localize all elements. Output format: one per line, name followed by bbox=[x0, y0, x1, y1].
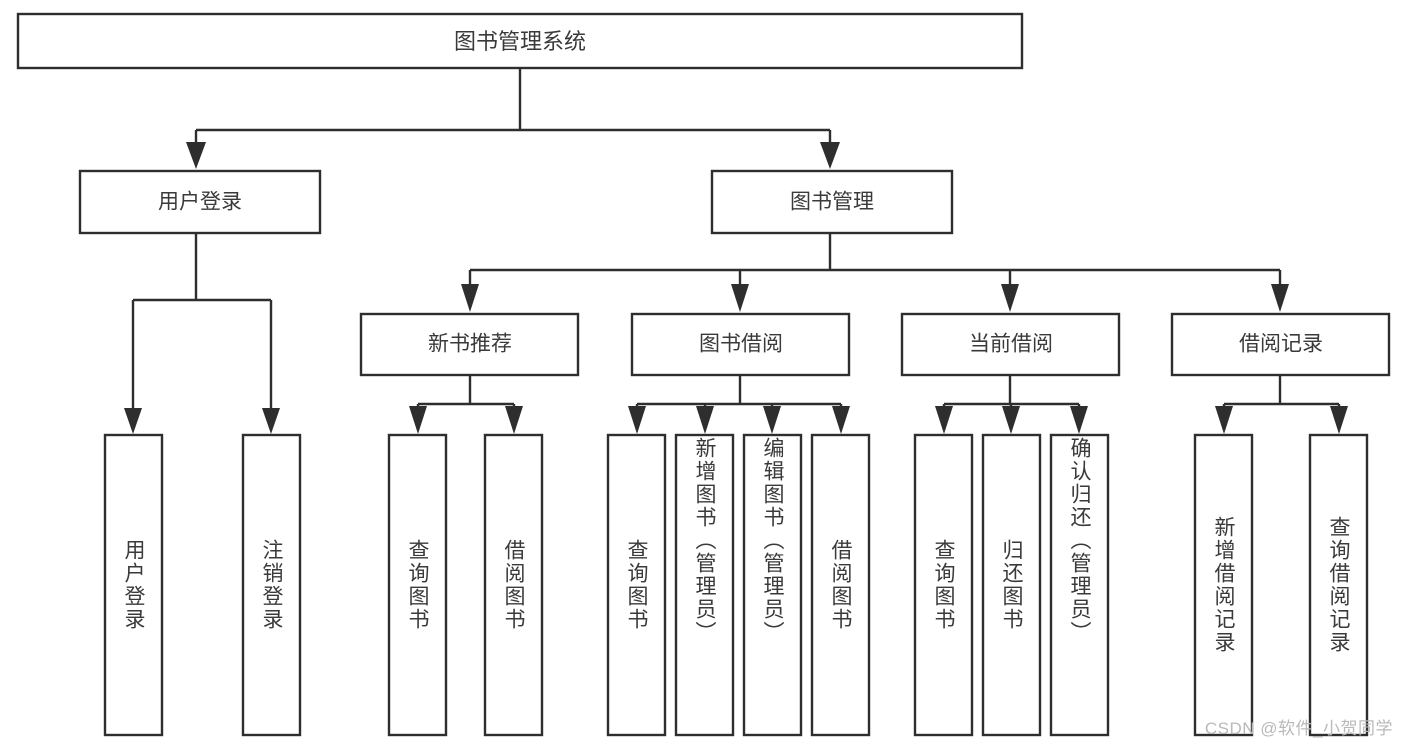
leaf-add-record-box[interactable] bbox=[1193, 433, 1254, 737]
node-book-borrow-box[interactable] bbox=[630, 312, 851, 377]
leaf-add-book-box[interactable] bbox=[674, 433, 735, 737]
connector-group-currentborrow-to-leaves bbox=[935, 376, 1088, 434]
arrow-head-icon bbox=[832, 406, 850, 434]
node-root-label: 图书管理系统 bbox=[454, 29, 586, 54]
leaf-query-record-box[interactable] bbox=[1308, 433, 1369, 737]
arrow-head-icon bbox=[1215, 406, 1233, 434]
connector-group-bookmgmt-to-level2 bbox=[461, 234, 1289, 312]
arrow-head-icon bbox=[935, 406, 953, 434]
connector-group-root-to-level1 bbox=[186, 68, 840, 169]
node-book-management-box[interactable] bbox=[710, 169, 954, 235]
node-borrow-record-box[interactable] bbox=[1170, 312, 1391, 377]
leaf-logout-box[interactable] bbox=[241, 433, 302, 737]
arrow-head-icon bbox=[1330, 406, 1348, 434]
connector-group-newbook-to-leaves bbox=[409, 376, 523, 434]
arrow-head-icon bbox=[1070, 406, 1088, 434]
connector-group-bookborrow-to-leaves bbox=[628, 376, 850, 434]
arrow-head-icon bbox=[1271, 284, 1289, 312]
arrow-head-icon bbox=[731, 284, 749, 312]
leaf-borrow-book-nb-box[interactable] bbox=[483, 433, 544, 737]
node-new-book-recommend-label: 新书推荐 bbox=[428, 333, 512, 356]
node-user-login-box[interactable] bbox=[78, 169, 322, 235]
arrow-head-icon bbox=[628, 406, 646, 434]
arrow-head-icon bbox=[696, 406, 714, 434]
arrow-head-icon bbox=[1001, 284, 1019, 312]
arrow-head-icon bbox=[409, 406, 427, 434]
leaf-return-book-box[interactable] bbox=[981, 433, 1042, 737]
arrow-head-icon bbox=[461, 284, 479, 312]
arrow-head-icon bbox=[262, 408, 280, 434]
node-current-borrow-label: 当前借阅 bbox=[969, 333, 1053, 356]
arrow-head-icon bbox=[186, 142, 206, 169]
node-book-management-label: 图书管理 bbox=[790, 191, 874, 214]
arrow-head-icon bbox=[763, 406, 781, 434]
arrow-head-icon bbox=[820, 142, 840, 169]
node-current-borrow-box[interactable] bbox=[900, 312, 1121, 377]
node-root-box[interactable] bbox=[16, 12, 1024, 70]
node-user-login-label: 用户登录 bbox=[158, 191, 242, 214]
leaf-query-book-bb-box[interactable] bbox=[606, 433, 667, 737]
leaf-borrow-book-bb-box[interactable] bbox=[810, 433, 871, 737]
leaf-user-login-box[interactable] bbox=[103, 433, 164, 737]
node-borrow-record-label: 借阅记录 bbox=[1239, 333, 1323, 356]
node-new-book-recommend-box[interactable] bbox=[359, 312, 580, 377]
arrow-head-icon bbox=[505, 406, 523, 434]
connector-group-userlogin-to-leaves bbox=[124, 234, 280, 434]
node-book-borrow-label: 图书借阅 bbox=[699, 333, 783, 356]
leaf-confirm-return-box[interactable] bbox=[1049, 433, 1110, 737]
arrow-head-icon bbox=[124, 408, 142, 434]
leaf-query-book-nb-box[interactable] bbox=[387, 433, 448, 737]
leaf-edit-book-box[interactable] bbox=[742, 433, 803, 737]
leaf-query-book-cb-box[interactable] bbox=[913, 433, 974, 737]
arrow-head-icon bbox=[1002, 406, 1020, 434]
connector-group-borrowrecord-to-leaves bbox=[1215, 376, 1348, 434]
